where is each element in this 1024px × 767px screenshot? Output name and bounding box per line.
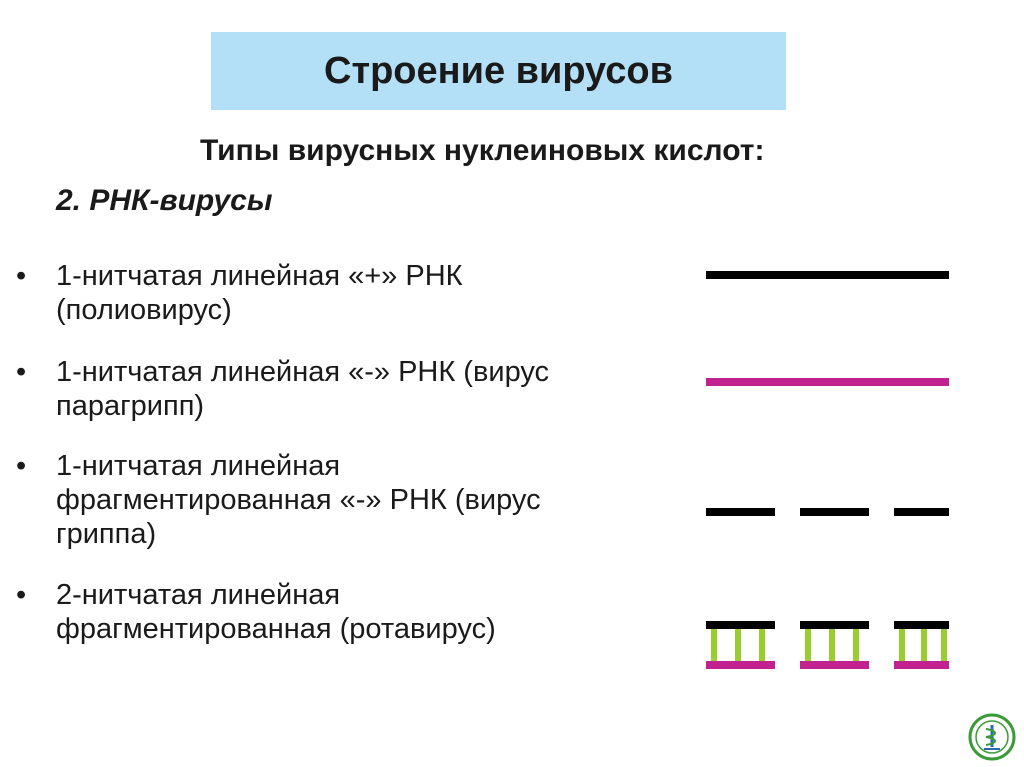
segment-strand-3 xyxy=(894,508,949,516)
base-pair xyxy=(853,628,859,662)
minus-strand-line xyxy=(706,378,949,386)
bullet: • xyxy=(16,356,27,388)
plus-strand xyxy=(894,621,949,629)
list-item-segmented-single-strand: • 1-нитчатая линейная фрагментированная … xyxy=(16,449,676,551)
base-pair xyxy=(711,628,717,662)
page-title: Строение вирусов xyxy=(324,49,673,92)
bullet: • xyxy=(16,450,27,482)
section-heading: 2. РНК-вирусы xyxy=(56,184,273,217)
base-pair xyxy=(921,628,927,662)
base-pair xyxy=(759,628,765,662)
minus-strand xyxy=(706,661,775,669)
minus-strand xyxy=(800,661,869,669)
double-strand-segment-2 xyxy=(800,621,869,669)
list-item-text: 1-нитчатая линейная фрагментированная «-… xyxy=(56,450,541,550)
bullet: • xyxy=(16,260,27,292)
list-item-segmented-double-strand: • 2-нитчатая линейная фрагментированная … xyxy=(16,578,676,646)
plus-strand-line xyxy=(706,271,949,279)
base-pair xyxy=(735,628,741,662)
minus-strand xyxy=(894,661,949,669)
medical-emblem-icon xyxy=(968,713,1016,761)
list-item-single-strand-minus: • 1-нитчатая линейная «-» РНК (вирус пар… xyxy=(16,355,676,423)
plus-strand xyxy=(706,621,775,629)
double-strand-segment-1 xyxy=(706,621,775,669)
bullet: • xyxy=(16,579,27,611)
double-strand-segment-3 xyxy=(894,621,949,669)
title-box: Строение вирусов xyxy=(211,32,786,110)
list-item-text: 1-нитчатая линейная «-» РНК (вирус параг… xyxy=(56,356,550,422)
base-pair xyxy=(941,628,947,662)
list-item-text: 1-нитчатая линейная «+» РНК (полиовирус) xyxy=(56,260,463,326)
base-pair xyxy=(899,628,905,662)
segment-strand-1 xyxy=(706,508,775,516)
list-item-text: 2-нитчатая линейная фрагментированная (р… xyxy=(56,579,496,645)
base-pair xyxy=(805,628,811,662)
plus-strand xyxy=(800,621,869,629)
list-item-single-strand-plus: • 1-нитчатая линейная «+» РНК (полиовиру… xyxy=(16,259,676,327)
subtitle: Типы вирусных нуклеиновых кислот: xyxy=(200,134,765,167)
base-pair xyxy=(829,628,835,662)
segment-strand-2 xyxy=(800,508,869,516)
